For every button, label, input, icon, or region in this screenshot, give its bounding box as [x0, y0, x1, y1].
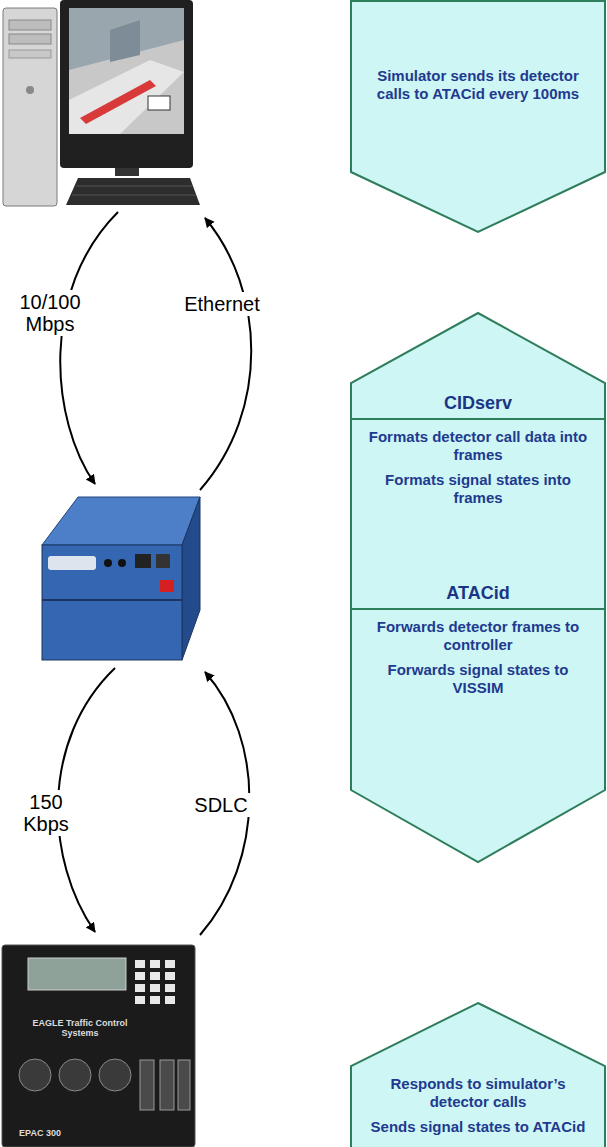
section-heading: ATACid: [351, 582, 605, 610]
callout-text: Forwards detector frames to controller: [351, 618, 605, 654]
controller-picture: [2, 945, 195, 1147]
callout-text: Simulator sends its detector calls to AT…: [358, 67, 598, 103]
model-text: EPAC 300: [10, 1128, 70, 1138]
section-heading: CIDserv: [351, 392, 605, 420]
link-type: SDLC: [190, 793, 252, 817]
callout-text: Responds to simulator’s detector calls: [353, 1075, 603, 1111]
callout-shape: [351, 313, 605, 862]
link-speed: 150 Kbps: [14, 790, 78, 836]
callout-text: Formats detector call data into frames: [351, 428, 605, 464]
callout-text: Formats signal states into frames: [351, 471, 605, 507]
callout-shape: [351, 1003, 605, 1147]
interface-box-picture: [42, 497, 200, 660]
computer-picture: [3, 0, 200, 206]
link-type: Ethernet: [180, 292, 264, 316]
callout-box: Responds to simulator’s detector callsSe…: [353, 1075, 603, 1143]
callout-box: Simulator sends its detector calls to AT…: [358, 67, 598, 110]
link-speed: 10/100 Mbps: [8, 290, 92, 336]
callout-text: Forwards signal states to VISSIM: [351, 661, 605, 697]
brand-text: EAGLE Traffic Control Systems: [30, 1018, 130, 1038]
callout-shape: [351, 1, 605, 232]
callout-box: ATACidForwards detector frames to contro…: [351, 582, 605, 704]
callout-text: Sends signal states to ATACid: [353, 1118, 603, 1136]
callout-box: CIDservFormats detector call data into f…: [351, 392, 605, 514]
